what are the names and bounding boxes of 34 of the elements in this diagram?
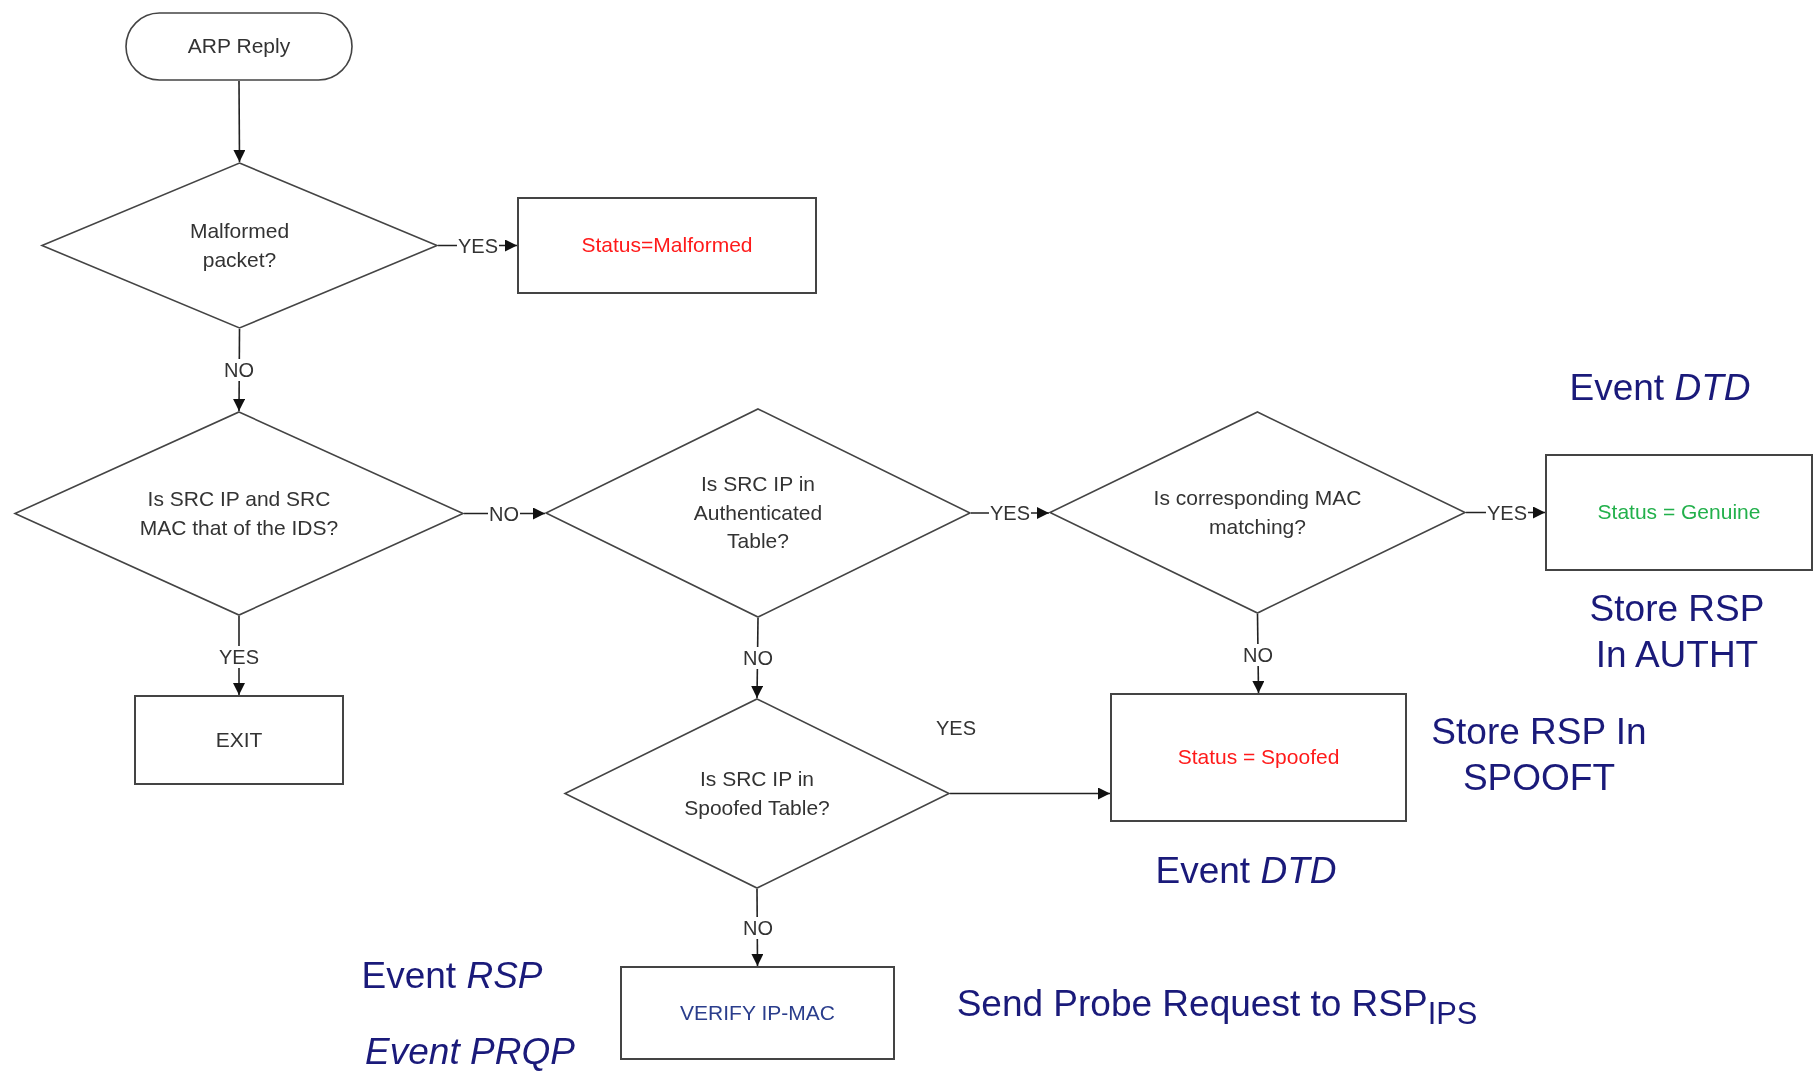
process-box — [620, 966, 895, 1060]
edge-label: YES — [218, 646, 260, 668]
annotation-text: Event RSP — [361, 953, 543, 998]
node-text: Is SRC IP in Authenticated Table? — [692, 471, 824, 555]
edge-label: NO — [223, 359, 255, 381]
annotation-text: Event DTD — [1155, 848, 1337, 893]
node-text: ARP Reply — [186, 33, 292, 60]
annotation-text: Event PRQP — [365, 1029, 575, 1072]
process-box — [1545, 454, 1813, 571]
decision-diamond — [545, 408, 971, 618]
decision-diamond — [41, 162, 438, 329]
node-text: Is SRC IP and SRC MAC that of the IDS? — [138, 486, 340, 541]
decision-diamond — [1049, 411, 1466, 614]
process-box — [134, 695, 344, 785]
annotation-text: Store RSP In AUTHT — [1588, 586, 1766, 677]
node-text: Status = Spoofed — [1176, 744, 1341, 771]
annotation-text: Event DTD — [1569, 365, 1751, 410]
node-text: EXIT — [214, 726, 264, 753]
arrow — [233, 80, 246, 163]
node-text: VERIFY IP-MAC — [679, 999, 836, 1026]
process-box — [517, 197, 817, 294]
annotation-text: Store RSP In SPOOFT — [1430, 709, 1648, 800]
edge-label: NO — [1242, 644, 1274, 666]
node-text: Is corresponding MAC matching? — [1152, 485, 1363, 540]
node-text: Malformed packet? — [188, 218, 291, 273]
edge-label: NO — [742, 647, 774, 669]
annotation-text: Send Probe Request to RSP$_{IPS}$ — [956, 981, 1478, 1033]
node-text: Status=Malformed — [580, 232, 754, 259]
edge-label: NO — [742, 917, 774, 939]
arrow — [949, 787, 1111, 800]
node-text: Is SRC IP in Spoofed Table? — [683, 766, 831, 821]
node-text: Status = Genuine — [1596, 499, 1762, 526]
process-box — [1110, 693, 1407, 822]
decision-diamond — [14, 411, 464, 616]
